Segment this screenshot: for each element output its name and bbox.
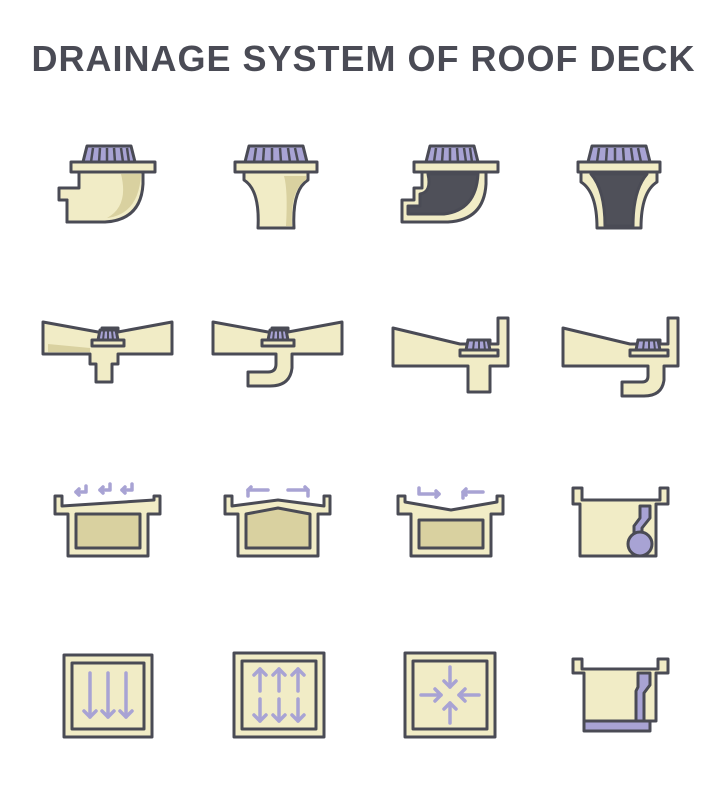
slope-to-both-edges-section-icon xyxy=(222,480,334,560)
center-drain-elbow-pipe-icon xyxy=(210,318,345,390)
parapet-gutter-section-icon xyxy=(570,655,674,735)
side-outlet-drain-section-icon xyxy=(398,140,508,235)
bottom-outlet-drain-section-icon xyxy=(575,140,670,235)
two-way-flow-plan-icon xyxy=(232,651,326,739)
flow-to-center-plan-icon xyxy=(403,651,497,739)
page-title: DRAINAGE SYSTEM OF ROOF DECK xyxy=(31,38,696,79)
slope-to-center-section-icon xyxy=(395,480,507,560)
center-drain-straight-pipe-icon xyxy=(40,318,175,388)
side-outlet-roof-drain-icon xyxy=(55,140,165,235)
bottom-outlet-roof-drain-icon xyxy=(232,140,327,235)
parapet-scupper-section-icon xyxy=(570,484,680,564)
edge-drain-straight-pipe-icon xyxy=(390,314,515,396)
edge-drain-edge-elbow-pipe-icon xyxy=(560,314,685,399)
one-way-flow-plan-icon xyxy=(62,653,154,739)
slope-one-direction-section-icon xyxy=(52,480,164,560)
